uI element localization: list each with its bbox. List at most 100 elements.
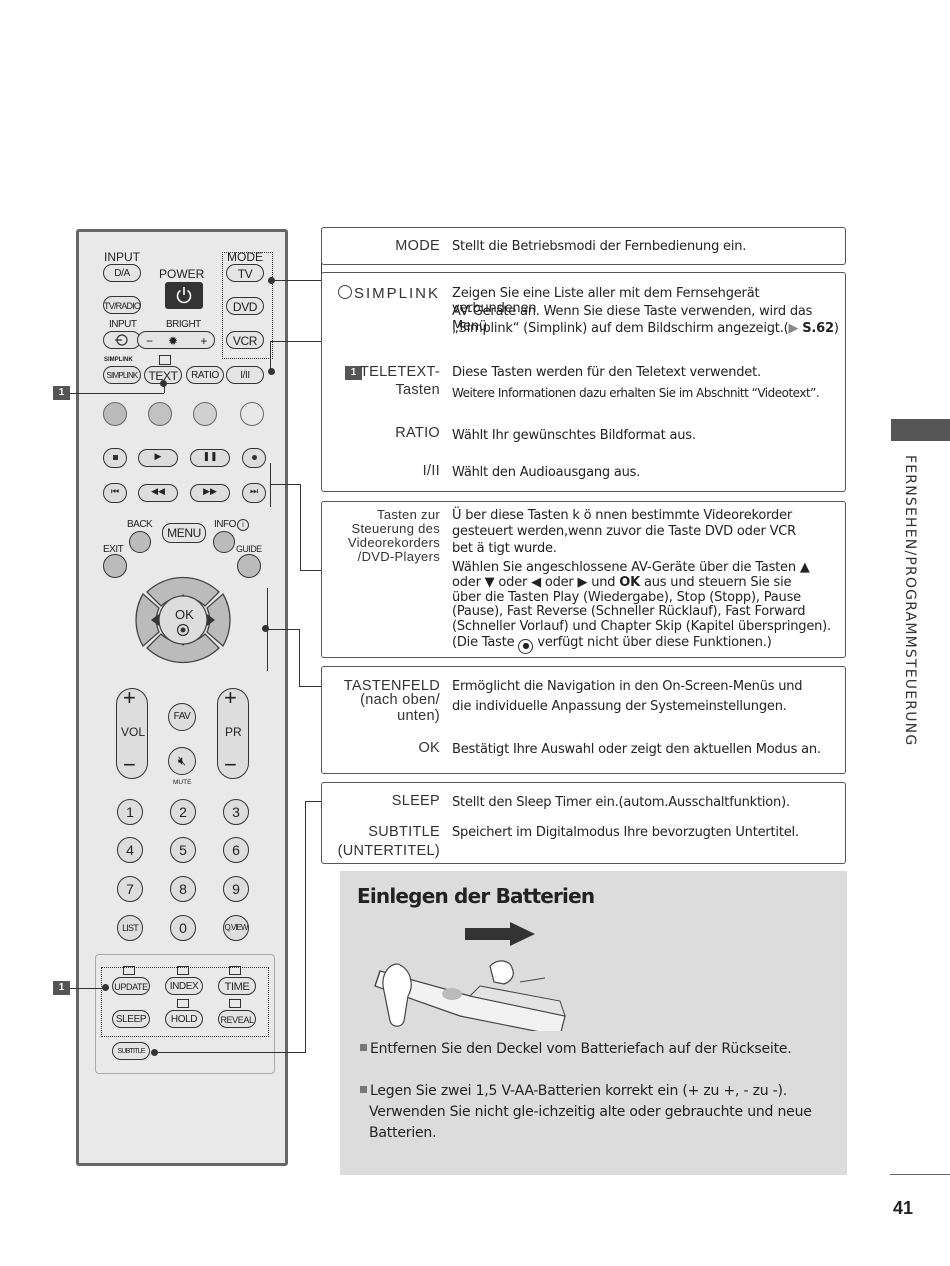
menu-button[interactable]: MENU xyxy=(162,523,206,543)
video-desc-1: Ü ber diese Tasten k ö nnen bestimmte Vi… xyxy=(452,508,793,523)
simplink-logo: SIMPLINK xyxy=(337,285,440,302)
video-desc-4: Wählen Sie angeschlossene AV-Geräte über… xyxy=(452,560,810,575)
fast-forward-button[interactable]: ▶▶ xyxy=(190,484,230,502)
fav-button[interactable]: FAV xyxy=(168,703,196,731)
ok-dot-icon xyxy=(180,627,186,633)
connector-dot xyxy=(268,368,275,375)
teletext-icon xyxy=(159,355,171,365)
power-button[interactable] xyxy=(165,282,203,309)
page-divider xyxy=(890,1174,950,1175)
stop-icon xyxy=(113,455,118,460)
video-key-3: Videorekorders xyxy=(347,535,440,550)
mute-button[interactable]: 🔇︎ xyxy=(168,747,196,775)
input-button[interactable] xyxy=(103,331,141,349)
subtitle-desc: Speichert im Digitalmodus Ihre bevorzugt… xyxy=(452,825,799,840)
reveal-button[interactable]: REVEAL xyxy=(218,1010,256,1028)
rewind-icon: ◀◀ xyxy=(151,487,165,497)
number-button-4[interactable]: 4 xyxy=(117,837,143,863)
simplink-button[interactable]: SIMPLINK xyxy=(103,366,141,384)
i-ii-key: I/II xyxy=(422,463,440,479)
number-button-1[interactable]: 1 xyxy=(117,799,143,825)
battery-bullet-1: Entfernen Sie den Deckel vom Batteriefac… xyxy=(360,1039,792,1060)
green-button[interactable] xyxy=(148,402,172,426)
info-icon: i xyxy=(237,519,249,531)
exit-button[interactable] xyxy=(103,554,127,578)
vcr-button[interactable]: VCR xyxy=(226,331,264,349)
ratio-button[interactable]: RATIO xyxy=(186,366,224,384)
video-desc-2: gesteuert werden,wenn zuvor die Taste DV… xyxy=(452,524,796,539)
pause-button[interactable]: ❚❚ xyxy=(190,449,230,467)
teletext-badge: 1 xyxy=(345,366,362,380)
connector-line xyxy=(270,341,271,374)
volume-rocker[interactable] xyxy=(116,688,148,779)
number-button-7[interactable]: 7 xyxy=(117,876,143,902)
connector-line xyxy=(270,484,300,485)
tastenfeld-key-3: unten) xyxy=(397,708,440,724)
sleep-button[interactable]: SLEEP xyxy=(112,1010,150,1028)
bright-label: BRIGHT xyxy=(166,319,201,330)
hand-icon xyxy=(382,963,412,1027)
update-button[interactable]: UPDATE xyxy=(112,977,150,995)
teletext-badge-bottom: 1 xyxy=(53,981,70,995)
number-button-9[interactable]: 9 xyxy=(223,876,249,902)
tastenfeld-desc-1: Ermöglicht die Navigation in den On-Scre… xyxy=(452,679,803,694)
battery-bullet-2: Legen Sie zwei 1,5 V-AA-Batterien korrek… xyxy=(360,1081,812,1144)
info-button[interactable] xyxy=(213,531,235,553)
stop-button[interactable] xyxy=(103,448,127,468)
red-button[interactable] xyxy=(103,402,127,426)
section-tab-marker xyxy=(891,419,950,441)
rewind-button[interactable]: ◀◀ xyxy=(138,484,178,502)
connector-line xyxy=(164,383,165,393)
number-button-0[interactable]: 0 xyxy=(170,915,196,941)
ok-button[interactable] xyxy=(158,595,208,645)
battery-title: Einlegen der Batterien xyxy=(357,884,595,908)
back-button[interactable] xyxy=(129,531,151,553)
skip-forward-button[interactable]: ⏭ xyxy=(242,483,266,503)
subtitle-key-2: (UNTERTITEL) xyxy=(337,843,440,859)
video-key-2: Steuerung des xyxy=(351,521,440,536)
hold-button[interactable]: HOLD xyxy=(165,1010,203,1028)
left-arrow-button[interactable] xyxy=(135,592,160,648)
record-button[interactable] xyxy=(242,448,266,468)
info-label: INFO xyxy=(214,519,236,530)
subtitle-button[interactable]: SUBTITLE xyxy=(112,1042,150,1060)
list-button[interactable]: LIST xyxy=(117,915,143,941)
number-button-8[interactable]: 8 xyxy=(170,876,196,902)
vol-label: VOL xyxy=(121,725,146,739)
qview-button[interactable]: Q.VIEW xyxy=(223,915,249,941)
right-arrow-button[interactable] xyxy=(206,592,231,648)
i-ii-button[interactable]: I/II xyxy=(226,366,264,384)
video-desc-3: bet ä tigt wurde. xyxy=(452,541,557,556)
connector-line xyxy=(70,393,164,394)
tastenfeld-callout: TASTENFELD (nach oben/ unten) Ermöglicht… xyxy=(321,666,846,774)
tv-radio-button[interactable]: TV/RADIO xyxy=(103,296,141,314)
yellow-button[interactable] xyxy=(193,402,217,426)
page-number: 41 xyxy=(893,1198,914,1218)
tv-button[interactable]: TV xyxy=(226,264,264,282)
play-button[interactable]: ▶ xyxy=(138,449,178,467)
time-icon xyxy=(229,966,241,975)
da-button[interactable]: D/A xyxy=(103,264,141,282)
time-button[interactable]: TIME xyxy=(218,977,256,995)
connector-line xyxy=(305,801,322,802)
number-button-5[interactable]: 5 xyxy=(170,837,196,863)
skip-back-button[interactable]: ⏮ xyxy=(103,483,127,503)
teletext-key-1: TELETEXT- xyxy=(359,364,440,380)
blue-button[interactable] xyxy=(240,402,264,426)
teletext-badge-top: 1 xyxy=(53,386,70,400)
number-button-6[interactable]: 6 xyxy=(223,837,249,863)
ok-key: OK xyxy=(418,740,440,756)
fast-forward-icon: ▶▶ xyxy=(203,487,217,497)
program-rocker[interactable] xyxy=(217,688,249,779)
number-button-3[interactable]: 3 xyxy=(223,799,249,825)
dvd-button[interactable]: DVD xyxy=(226,297,264,315)
index-button[interactable]: INDEX xyxy=(165,977,203,995)
mode-label: MODE xyxy=(227,250,263,264)
number-button-2[interactable]: 2 xyxy=(170,799,196,825)
sleep-desc: Stellt den Sleep Timer ein.(autom.Aussch… xyxy=(452,795,790,810)
bright-button[interactable]: − ✹ + xyxy=(137,331,215,349)
mode-group-outline xyxy=(222,252,273,359)
guide-button[interactable] xyxy=(237,554,261,578)
skip-forward-icon: ⏭ xyxy=(249,487,259,497)
connector-line xyxy=(272,280,322,281)
